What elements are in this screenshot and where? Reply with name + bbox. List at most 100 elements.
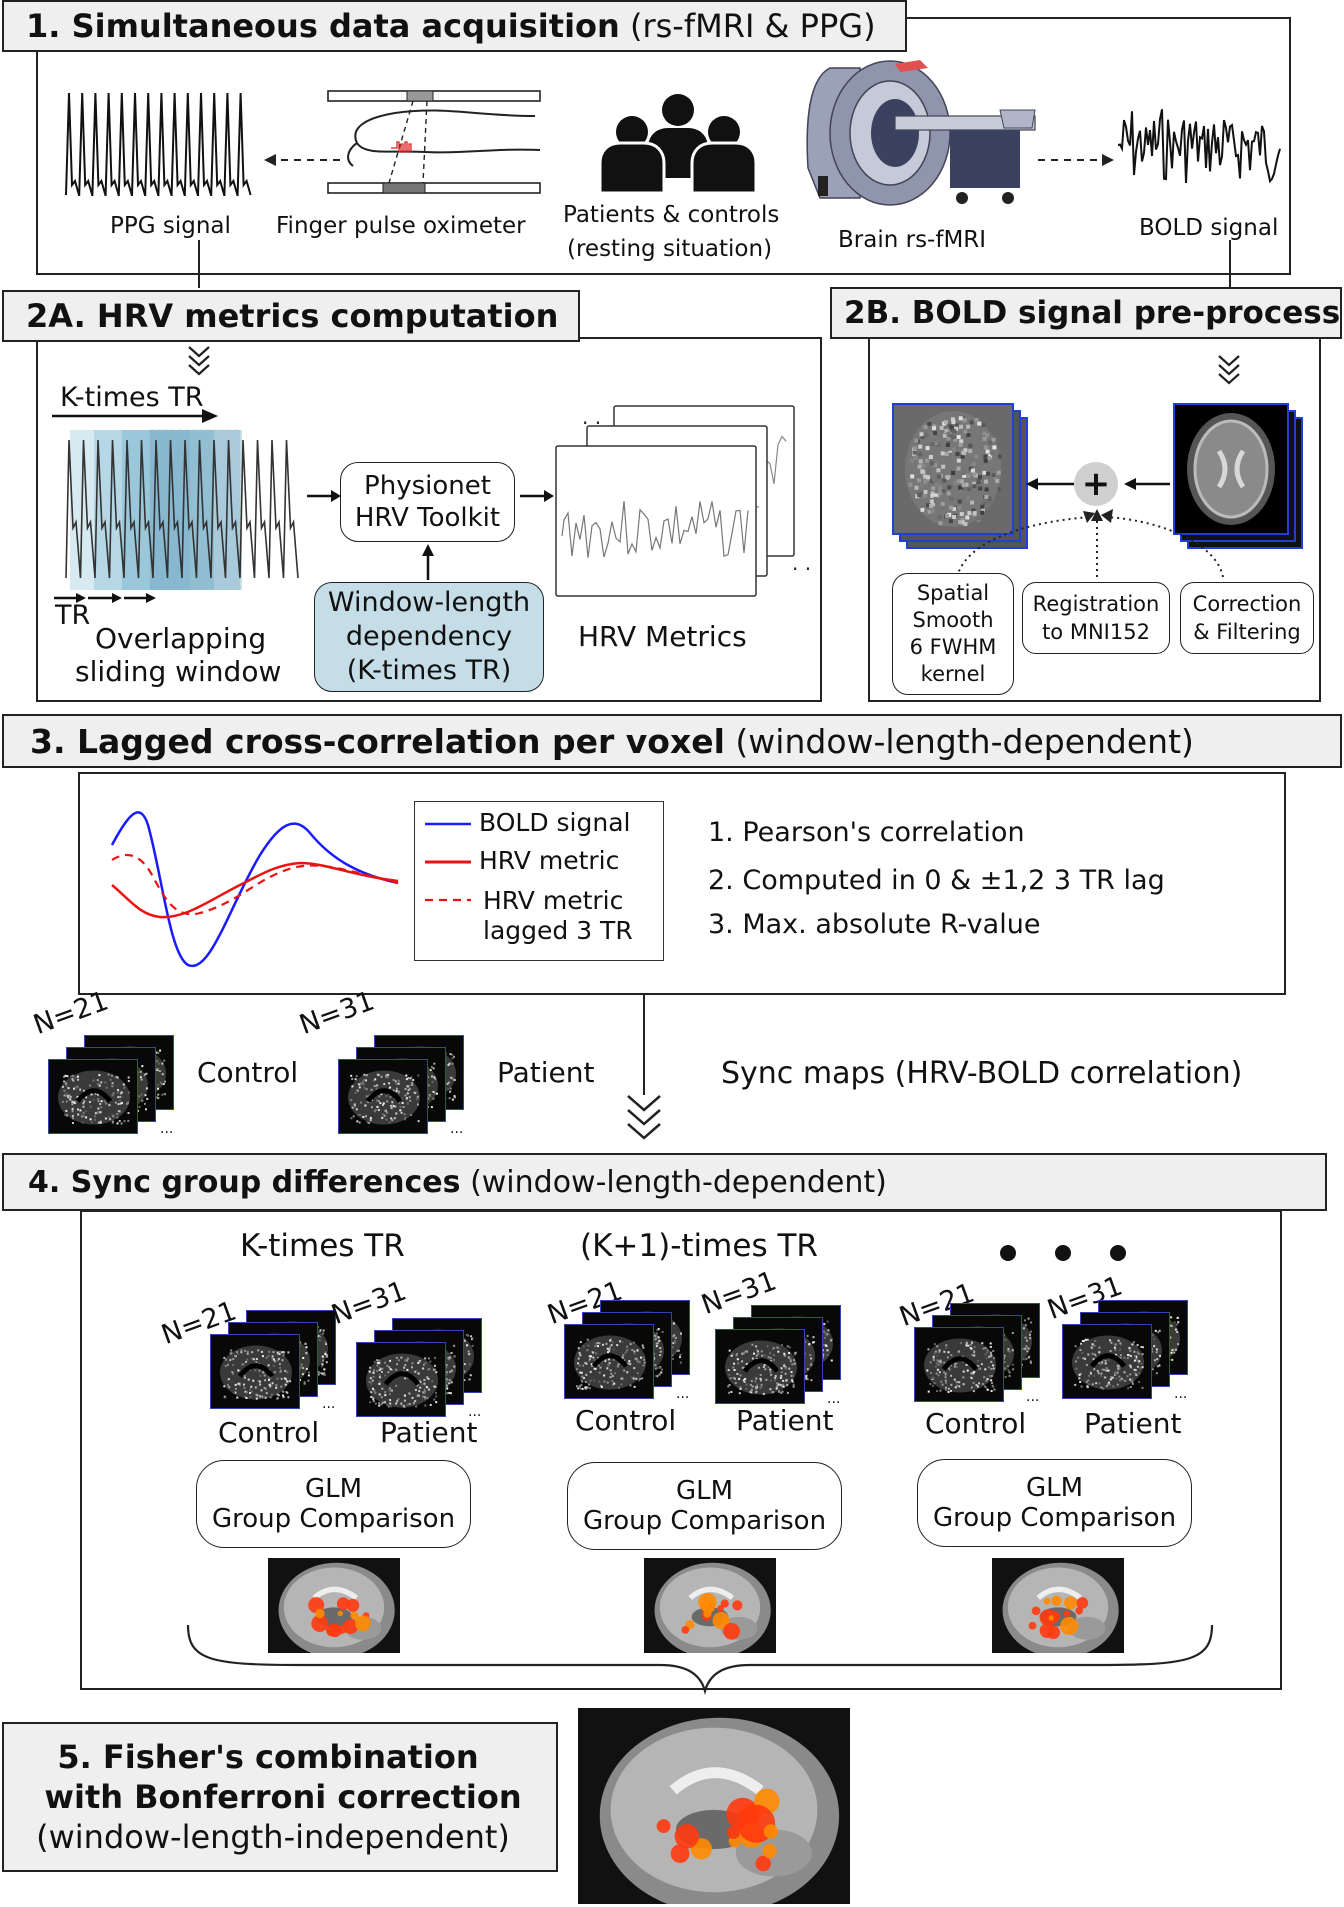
stack-ellipsis: ... [676,1386,690,1402]
stack-ellipsis: ... [160,1121,174,1137]
dashed-arrow-to-bold [1038,154,1114,166]
section3-subtitle: (window-length-dependent) [735,721,1194,761]
patients-label-1: Patients & controls [563,202,780,228]
section4-title: 4. Sync group differences [28,1164,461,1200]
hrv-lagged-curve [111,853,399,916]
stack-ellipsis: ... [1026,1389,1040,1405]
window-label-2: sliding window [75,655,282,688]
bold-signal-label: BOLD signal [1139,215,1279,241]
triple-chevron-down-icon [188,346,210,376]
col2-glm-line-1: GLM [675,1476,734,1506]
col2-glm-box: GLM Group Comparison [567,1462,842,1550]
registration-line-1: Registration [1032,592,1160,616]
correction-line-2: & Filtering [1193,620,1301,644]
col1-patient-label: Patient [380,1416,478,1449]
col1-patient-stack: ... [356,1318,486,1419]
stack-ellipsis: ... [450,1121,464,1137]
plus-icon: + [1081,464,1111,504]
col3-glm-box: GLM Group Comparison [917,1459,1192,1547]
connector-bold-to-2b [1229,240,1231,290]
sync-map-slice [210,1334,300,1409]
col2-glm-line-2: Group Comparison [582,1506,827,1536]
section5-line-3: (window-length-independent) [36,1818,510,1856]
col2-patient-label: Patient [736,1404,834,1437]
correlation-curves-plot [110,811,399,968]
triple-chevron-down-icon-2b [1218,355,1240,385]
bold-signal-plot [1118,109,1281,184]
ppg-signal-label: PPG signal [110,213,231,239]
n-control-label: N=21 [29,985,113,1041]
sync-map-slice [715,1329,805,1404]
dependency-line-1: Window-length [327,587,531,618]
oximeter-label: Finger pulse oximeter [276,213,526,239]
control-sync-stack: ... [48,1035,188,1150]
step-2: 2. Computed in 0 & ±1,2 3 TR lag [708,865,1165,896]
tr-step-arrows [54,593,156,603]
col2-heading: (K+1)-times TR [580,1228,818,1264]
ktimes-label: K-times TR [60,382,204,413]
col2-patient-stack: ... [715,1305,855,1406]
col1-result-mri [268,1558,400,1653]
combine-brace [186,1624,1214,1695]
sync-map-slice [356,1342,446,1417]
sync-map-slice [338,1059,428,1134]
section3-title: 3. Lagged cross-correlation per voxel [30,721,725,761]
window-label-1: Overlapping [95,622,267,655]
col1-control-label: Control [218,1416,320,1449]
triple-chevron-down-icon-3 [627,1095,661,1140]
col3-control-label: Control [925,1407,1027,1440]
col2-control-stack: ... [564,1300,690,1401]
col2-result-mri [644,1558,776,1653]
hrv-metrics-stack: . . . . [555,405,811,597]
registration-line-2: to MNI152 [1042,620,1150,644]
col3-control-stack: ... [914,1303,1044,1405]
col3-glm-line-1: GLM [1025,1473,1084,1503]
arrow-plus-to-processed [1026,478,1074,490]
arrow-raw-to-plus [1124,478,1170,490]
patients-label-2: (resting situation) [567,236,773,262]
finger-oximeter-icon [327,90,541,194]
legend-lagged-label-2: lagged 3 TR [483,916,633,945]
registration-box: Registration to MNI152 [1022,582,1170,654]
section5-line-2: with Bonferroni correction [44,1778,522,1816]
arrow-to-metrics [520,490,554,502]
patient-label: Patient [497,1056,595,1089]
connector-ppg-to-2a [198,240,200,288]
col1-glm-box: GLM Group Comparison [196,1460,471,1548]
dotted-connectors-2b [956,509,1224,578]
toolkit-line-2: HRV Toolkit [354,503,501,533]
stack-ellipsis: ... [1174,1386,1188,1402]
ppg-signal-plot [65,92,252,196]
dependency-line-2: dependency [345,621,513,652]
correction-box: Correction & Filtering [1180,582,1314,654]
spatial-smooth-box: Spatial Smooth 6 FWHM kernel [892,573,1014,695]
mri-scanner-icon [806,60,1036,206]
col3-patient-stack: ... [1062,1300,1202,1402]
people-group-icon [598,94,758,195]
section1-header: 1. Simultaneous data acquisition (rs-fMR… [2,0,907,52]
final-result-mri [578,1708,850,1904]
smooth-line-4: kernel [920,662,986,686]
sync-map-slice [564,1324,654,1399]
ellipsis-dots-icon [1000,1245,1126,1261]
patient-sync-stack: ... [338,1035,478,1150]
mri-label: Brain rs-fMRI [838,227,987,253]
section1-title: 1. Simultaneous data acquisition [26,7,620,45]
smooth-line-2: Smooth [912,608,994,632]
bold-curve [110,811,399,968]
sync-map-slice [1062,1324,1152,1399]
section4-header: 4. Sync group differences (window-length… [2,1153,1327,1211]
section1-subtitle: (rs-fMRI & PPG) [629,7,876,45]
toolkit-line-1: Physionet [364,471,491,501]
col1-control-stack: ... [210,1310,336,1411]
dependency-box: Window-length dependency (K-times TR) [314,582,544,692]
legend-hrv-label: HRV metric [479,846,620,875]
legend-bold-label: BOLD signal [479,808,631,837]
toolkit-box: Physionet HRV Toolkit [340,462,515,542]
stack-ellipsis: ... [322,1396,336,1412]
sync-maps-label: Sync maps (HRV-BOLD correlation) [721,1056,1243,1091]
raw-brain-stack [1173,403,1303,549]
processed-brain-stack [892,403,1028,549]
col1-glm-line-1: GLM [304,1474,363,1504]
section2a-title: 2A. HRV metrics computation [26,297,559,335]
